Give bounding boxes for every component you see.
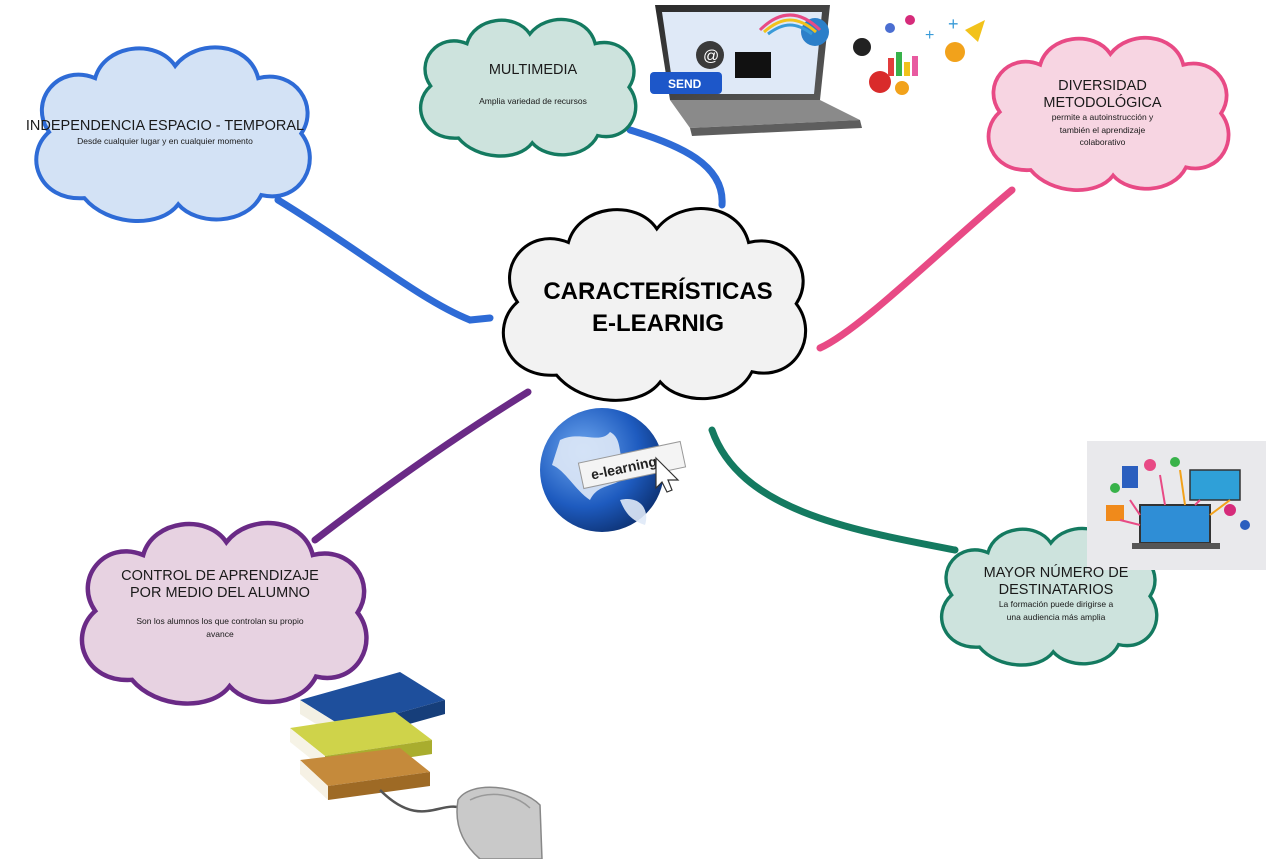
central-title: CARACTERÍSTICAS E-LEARNIG: [500, 276, 816, 341]
multimedia-laptop-image: @ SEND + +: [650, 5, 985, 136]
node-multimedia-desc: Amplia variedad de recursos: [479, 95, 587, 106]
connector-independencia: [274, 196, 494, 324]
svg-text:+: +: [948, 14, 959, 34]
node-destinatarios-desc2: una audiencia más amplia: [1006, 611, 1106, 622]
node-control-desc1: Son los alumnos los que controlan su pro…: [136, 616, 304, 627]
node-destinatarios-desc1: La formación puede dirigirse a: [998, 599, 1114, 610]
send-label: SEND: [668, 77, 702, 91]
connector-diversidad: [816, 186, 1016, 352]
books-mouse-image: [290, 672, 543, 859]
connector-multimedia: [626, 126, 726, 209]
node-diversidad-title1: DIVERSIDAD: [1058, 78, 1147, 94]
elearning-globe-image: e-learning: [540, 408, 687, 532]
svg-text:+: +: [925, 27, 934, 44]
node-destinatarios-title2: DESTINATARIOS: [998, 581, 1114, 598]
connector-destinatarios: [708, 426, 959, 554]
node-destinatarios: MAYOR NÚMERO DE DESTINATARIOS La formaci…: [940, 565, 1172, 623]
node-independencia-desc: Desde cualquier lugar y en cualquier mom…: [77, 135, 253, 146]
node-control: CONTROL DE APRENDIZAJE POR MEDIO DEL ALU…: [80, 568, 360, 640]
central-title-line1: CARACTERÍSTICAS: [543, 278, 773, 305]
connector-control: [311, 388, 532, 544]
node-diversidad-desc1: permite a autoinstrucción y: [1051, 112, 1154, 123]
node-independencia-title: INDEPENDENCIA ESPACIO - TEMPORAL: [25, 118, 305, 134]
node-diversidad: DIVERSIDAD METODOLÓGICA permite a autoin…: [990, 78, 1215, 148]
central-title-line2: E-LEARNIG: [592, 310, 724, 338]
node-control-title1: CONTROL DE APRENDIZAJE: [121, 568, 319, 584]
node-multimedia: MULTIMEDIA Amplia variedad de recursos: [420, 62, 646, 107]
node-diversidad-title2: METODOLÓGICA: [1043, 94, 1162, 111]
svg-text:@: @: [703, 48, 719, 65]
node-control-desc2: avance: [206, 628, 234, 639]
node-independencia: INDEPENDENCIA ESPACIO - TEMPORAL Desde c…: [0, 118, 330, 147]
node-control-title2: POR MEDIO DEL ALUMNO: [130, 584, 310, 601]
node-diversidad-desc2: también el aprendizaje: [1059, 124, 1146, 135]
node-destinatarios-title1: MAYOR NÚMERO DE: [983, 565, 1129, 581]
devices-network-image: [1087, 441, 1266, 570]
node-multimedia-title: MULTIMEDIA: [488, 62, 578, 78]
node-diversidad-desc3: colaborativo: [1079, 136, 1126, 147]
